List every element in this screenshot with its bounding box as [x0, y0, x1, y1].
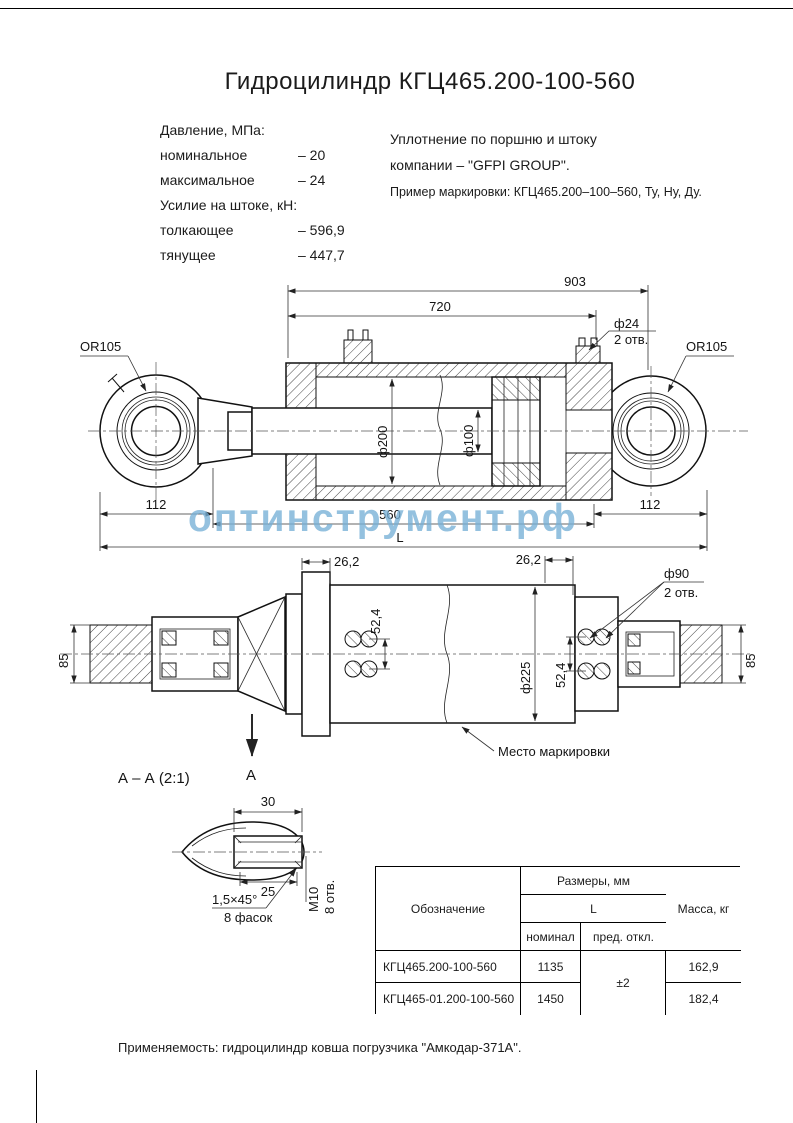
port-rear [575, 345, 601, 364]
dim-85-right: 85 [743, 654, 758, 668]
table-cell-mass: 162,9 [666, 951, 741, 983]
gland-hatch-top [285, 362, 317, 409]
pressure-header: Давление, МПа: [160, 122, 265, 138]
break-line [437, 374, 443, 486]
dim-phi100: ф100 [461, 425, 476, 457]
watermark: оптинструмент.рф [188, 497, 578, 540]
table-header-L: L [521, 895, 666, 923]
dim-phi24: ф24 [614, 316, 639, 331]
spec-value: – 20 [298, 147, 326, 163]
sealing-notes: Уплотнение по поршню и штоку компании – … [390, 126, 740, 201]
dim-720: 720 [429, 299, 451, 314]
dim-m10: М10 [306, 887, 321, 912]
dim-phi225: ф225 [518, 662, 533, 694]
dim-112-left: 112 [146, 497, 167, 512]
pressure-force-specs: Давление, МПа: номинальное – 20 максимал… [160, 118, 400, 268]
bolt [344, 660, 362, 678]
marking-example: Пример маркировки: КГЦ465.200–100–560, Т… [390, 185, 702, 199]
grease-fitting [111, 377, 125, 393]
sheet-frame-top [0, 8, 793, 9]
dim-112-right: 112 [640, 497, 661, 512]
port-front [343, 339, 373, 364]
dim-30: 30 [261, 794, 275, 809]
spec-label: номинальное [160, 147, 248, 163]
applicability-note: Применяемость: гидроцилиндр ковша погруз… [118, 1040, 522, 1055]
table-cell-designation: КГЦ465.200-100-560 [376, 951, 521, 983]
dim-524-left: 52,4 [368, 609, 383, 634]
sealing-note-line2: компании – "GFPI GROUP". [390, 157, 570, 173]
section-a-a-view: А – А (2:1) 30 25 1,5×45° 8 фасок [118, 770, 337, 925]
table-cell-designation: КГЦ465-01.200-100-560 [376, 983, 521, 1015]
dim-chamfer: 1,5×45° [212, 892, 257, 907]
spec-value: – 24 [298, 172, 326, 188]
section-title: А – А (2:1) [118, 770, 190, 787]
force-header: Усилие на штоке, кН: [160, 197, 298, 213]
table-cell-deviation: ±2 [581, 951, 666, 1015]
sealing-note-line1: Уплотнение по поршню и штоку [390, 131, 597, 147]
table-header-mass: Масса, кг [666, 867, 741, 951]
spec-label: тянущее [160, 247, 216, 263]
tube-wall-top [315, 362, 567, 378]
bolt [593, 662, 611, 680]
cylinder-top-view: 85 85 26,2 26,2 ф90 2 отв. 52,4 [56, 552, 758, 784]
label-or105-left: OR105 [80, 339, 121, 354]
dim-phi90-count: 2 отв. [664, 585, 698, 600]
dim-phi200: ф200 [375, 426, 390, 458]
rear-cap-hatch-bottom [565, 452, 613, 501]
size-mass-table: Обозначение Размеры, мм Масса, кг L номи… [375, 866, 741, 1015]
gland-hatch-bottom [285, 453, 317, 501]
dim-L: L [396, 530, 403, 545]
eye-boss-left [89, 624, 153, 684]
spec-label: толкающее [160, 222, 234, 238]
dim-phi90: ф90 [664, 566, 689, 581]
label-marking-place: Место маркировки [498, 744, 610, 759]
table-header-deviation: пред. откл. [581, 923, 666, 951]
bolt [344, 630, 362, 648]
dim-phi24-count: 2 отв. [614, 332, 648, 347]
page-title: Гидроцилиндр КГЦ465.200-100-560 [224, 68, 636, 95]
dim-262-left: 26,2 [334, 554, 359, 569]
dim-524-right: 52,4 [553, 663, 568, 688]
dim-903: 903 [564, 274, 586, 289]
sheet-frame-left [36, 1070, 37, 1123]
dim-m10-count: 8 отв. [322, 880, 337, 914]
dim-560: 560 [379, 507, 401, 522]
dim-262-right: 26,2 [516, 552, 541, 567]
table-header-designation: Обозначение [376, 867, 521, 951]
spec-row: толкающее – 596,9 [160, 218, 400, 243]
cylinder-side-view: 903 720 ф24 2 отв. OR105 OR105 ф200 ф100… [80, 274, 748, 551]
spec-row: тянущее – 447,7 [160, 243, 400, 268]
rear-cap-hatch-top [565, 362, 613, 411]
table-cell-nominal: 1135 [521, 951, 581, 983]
table-header-sizes: Размеры, мм [521, 867, 666, 895]
spec-label: максимальное [160, 172, 255, 188]
table-cell-nominal: 1450 [521, 983, 581, 1015]
table-header-nominal: номинал [521, 923, 581, 951]
dim-25: 25 [261, 884, 275, 899]
dim-85-left: 85 [56, 654, 71, 668]
dim-chamfer-count: 8 фасок [224, 910, 273, 925]
section-cut-label: А [246, 767, 256, 784]
spec-row: максимальное – 24 [160, 168, 400, 193]
spec-value: – 596,9 [298, 222, 345, 238]
table-cell-mass: 182,4 [666, 983, 741, 1015]
label-or105-right: OR105 [686, 339, 727, 354]
spec-row: номинальное – 20 [160, 143, 400, 168]
spec-value: – 447,7 [298, 247, 345, 263]
